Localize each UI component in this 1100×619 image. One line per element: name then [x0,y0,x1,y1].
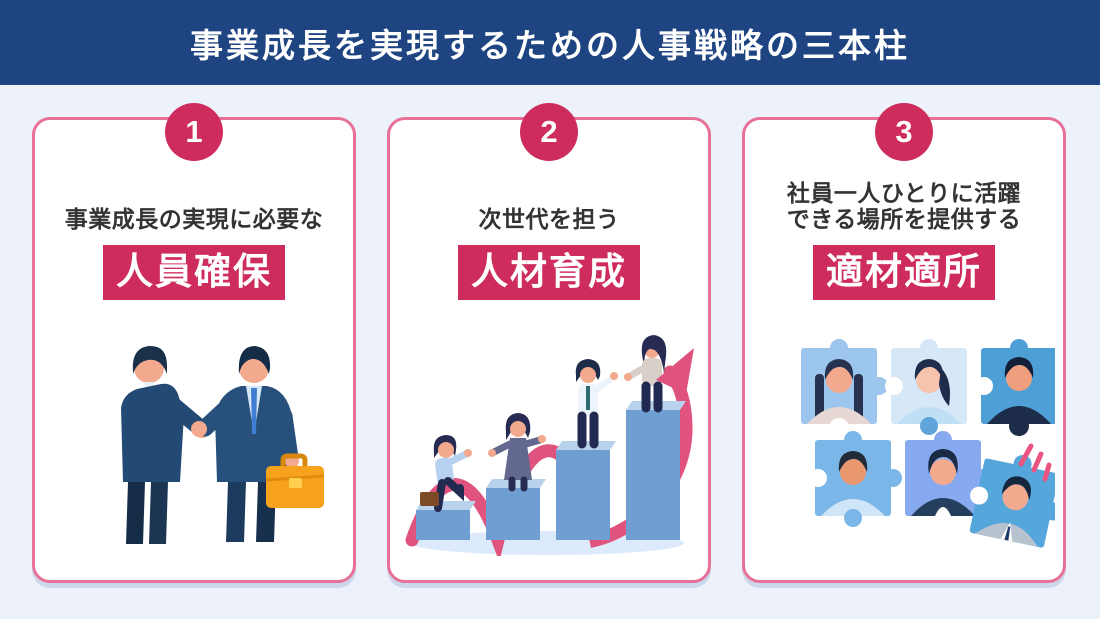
handshake-illustration [43,316,345,568]
puzzle-piece-man-4-tilted [969,454,1055,548]
card2-subtitle: 次世代を担う [478,205,620,232]
card2-subtitle-wrap: 次世代を担う [390,120,708,232]
briefcase-icon [265,453,325,508]
person-climbing-2 [488,413,546,492]
puzzle-piece-man-1 [975,339,1055,436]
puzzle-piece-man-3 [905,431,992,516]
card-training: 2 次世代を担う 人材育成 [387,103,711,583]
puzzle-piece-man-2 [809,431,902,527]
card3-subtitle: 社員一人ひとりに活躍 できる場所を提供する [786,180,1022,232]
card1-subtitle: 事業成長の実現に必要な [64,205,324,232]
person-climbing-3 [575,359,618,449]
card1-subtitle-wrap: 事業成長の実現に必要な [35,120,353,232]
number-badge-3: 3 [875,103,933,161]
puzzle-piece-woman-2 [885,339,967,435]
page-title: 事業成長を実現するための人事戦略の三本柱 [190,26,910,64]
card1-keyword-row: 人員確保 [35,245,353,300]
businessman-right [191,346,325,542]
number-badge-1: 1 [165,103,223,161]
growth-illustration [398,316,700,568]
card2-keyword-row: 人材育成 [390,245,708,300]
card3-subtitle-wrap: 社員一人ひとりに活躍 できる場所を提供する [745,120,1063,232]
arrow-head-icon [656,348,694,394]
growth-bars-icon [405,335,694,556]
businessman-left [121,345,210,544]
pillar-cards: 1 事業成長の実現に必要な 人員確保 [32,103,1066,583]
person-climbing-1 [420,435,472,512]
puzzle-piece-woman-1 [801,339,888,438]
person-climbing-4 [624,335,667,413]
card-right-person-right-place: 3 社員一人ひとりに活躍 できる場所を提供する 適材適所 [742,103,1066,583]
puzzle-illustration [753,316,1055,568]
card3-keyword: 適材適所 [813,245,995,300]
card3-keyword-row: 適材適所 [745,245,1063,300]
emphasis-marks-icon [1018,443,1052,482]
title-banner: 事業成長を実現するための人事戦略の三本柱 [0,0,1100,85]
people-puzzle-icon [801,339,1055,548]
businessmen-handshake-icon [121,345,325,544]
card-recruitment: 1 事業成長の実現に必要な 人員確保 [32,103,356,583]
card2-keyword: 人材育成 [458,245,640,300]
number-badge-2: 2 [520,103,578,161]
card1-keyword: 人員確保 [103,245,285,300]
bar-chart-steps [416,401,686,540]
